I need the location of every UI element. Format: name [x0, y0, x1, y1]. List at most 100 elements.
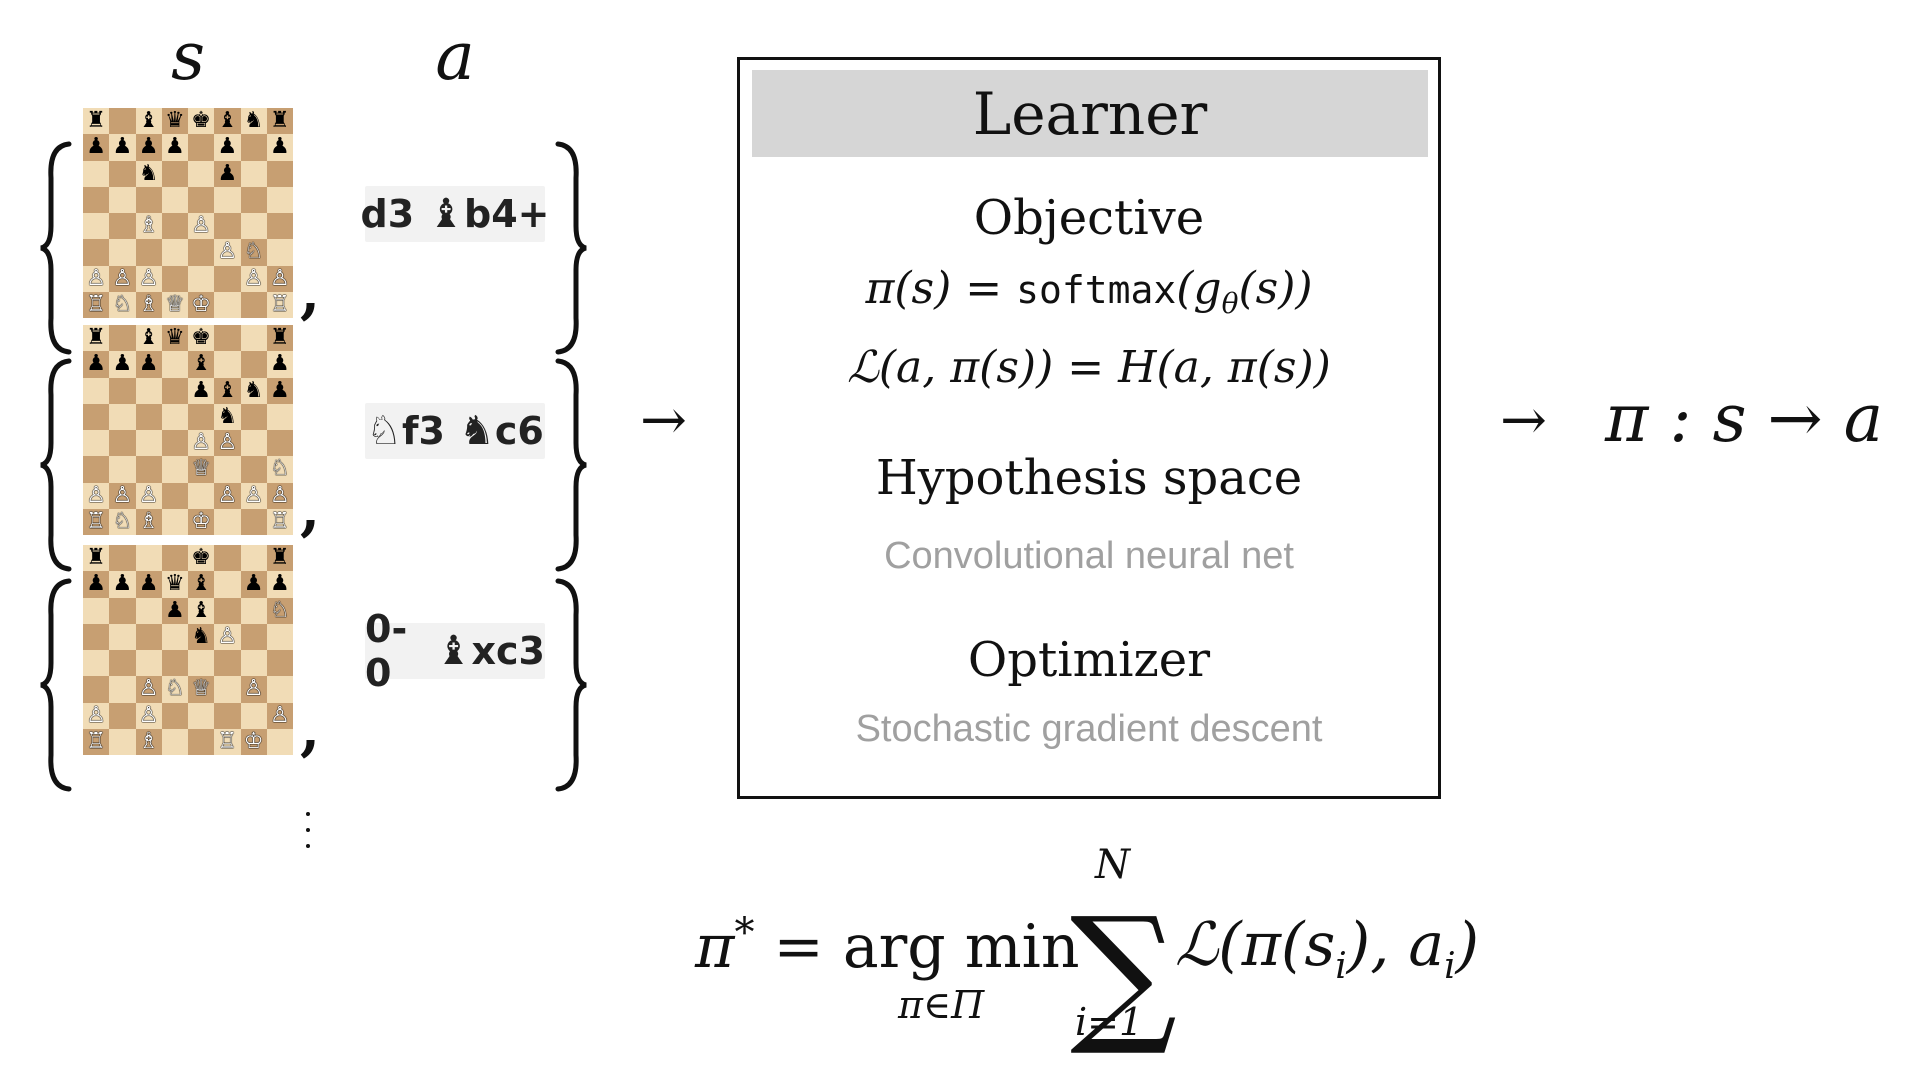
board-square: ♖ [214, 728, 241, 755]
chess-piece-icon: ♜ [270, 325, 290, 351]
board-square [83, 239, 110, 266]
board-square [83, 676, 110, 703]
board-square [161, 239, 188, 266]
board-square: ♚ [188, 108, 215, 135]
chess-piece-icon: ♟ [86, 351, 106, 377]
board-square: ♙ [266, 482, 293, 509]
board-square [188, 650, 215, 677]
board-square: ♟ [266, 571, 293, 598]
board-square [266, 650, 293, 677]
board-square [214, 676, 241, 703]
chess-piece-icon: ♙ [138, 702, 159, 728]
board-square: ♙ [135, 265, 162, 292]
chess-piece-icon: ♖ [86, 291, 106, 317]
board-square [109, 597, 136, 624]
more-examples-ellipsis [303, 812, 313, 860]
chess-piece-icon: ♖ [217, 728, 238, 754]
board-square: ♙ [109, 265, 136, 292]
chess-piece-icon: ♟ [112, 571, 133, 597]
board-square [135, 623, 162, 650]
board-square: ♙ [240, 482, 267, 509]
board-square [161, 351, 188, 378]
board-square [161, 265, 188, 292]
chess-piece-icon: ♟ [86, 571, 106, 597]
board-square: ♟ [161, 597, 188, 624]
chess-piece-icon: ♙ [243, 676, 264, 702]
chess-piece-icon: ♝ [191, 351, 211, 377]
policy-equation: π(s) = softmax(gθ(s)) [740, 263, 1438, 320]
chess-piece-icon: ♚ [191, 108, 211, 134]
board-square [240, 134, 267, 161]
board-square [109, 160, 136, 187]
chess-piece-icon: ♚ [191, 545, 211, 571]
board-square: ♜ [266, 108, 293, 135]
board-square [161, 702, 188, 729]
board-square [240, 508, 267, 535]
move-pair: 0-0♝xc3 [365, 607, 545, 695]
chess-piece-icon: ♜ [86, 108, 106, 134]
objective-title: Objective [973, 190, 1205, 246]
board-square: ♙ [214, 430, 241, 457]
board-square [83, 160, 110, 187]
board-square: ♟ [266, 134, 293, 161]
board-square [109, 650, 136, 677]
board-square [240, 160, 267, 187]
board-square: ♛ [161, 325, 188, 352]
board-square: ♙ [109, 482, 136, 509]
chess-piece-icon: ♙ [86, 265, 106, 291]
board-square: ♙ [214, 239, 241, 266]
board-square: ♞ [214, 403, 241, 430]
board-square: ♙ [188, 430, 215, 457]
chess-piece-icon: ♝ [217, 108, 238, 134]
chess-piece-icon: ♞ [191, 623, 211, 649]
board-square: ♘ [109, 291, 136, 318]
board-square: ♔ [240, 728, 267, 755]
left-brace [38, 355, 74, 579]
board-square: ♝ [188, 597, 215, 624]
board-square: ♟ [214, 134, 241, 161]
board-square [109, 728, 136, 755]
chess-piece-icon: ♙ [270, 702, 290, 728]
board-square [109, 377, 136, 404]
board-square: ♝ [135, 108, 162, 135]
loss-equation: ℒ(a, π(s)) = H(a, π(s)) [847, 342, 1331, 393]
chess-piece-icon: ♛ [165, 108, 185, 134]
board-square [109, 108, 136, 135]
board-square [135, 456, 162, 483]
arrow-to-learner: → [640, 388, 687, 453]
board-square [83, 403, 110, 430]
board-square: ♜ [83, 545, 110, 572]
chess-piece-icon: ♜ [270, 108, 290, 134]
board-square [188, 134, 215, 161]
board-square: ♟ [240, 571, 267, 598]
board-square [214, 265, 241, 292]
chess-piece-icon: ♕ [165, 291, 185, 317]
board-square: ♔ [188, 291, 215, 318]
board-square: ♟ [214, 160, 241, 187]
board-square [161, 482, 188, 509]
board-square: ♜ [266, 325, 293, 352]
board-square [109, 456, 136, 483]
board-square [214, 351, 241, 378]
board-square: ♕ [188, 676, 215, 703]
chess-piece-icon: ♟ [112, 351, 133, 377]
policy-eq-lhs: π(s) = [865, 263, 1017, 314]
chess-piece-icon: ♗ [138, 728, 159, 754]
chess-piece-icon: ♙ [270, 482, 290, 508]
separator-comma: , [300, 258, 321, 326]
board-square: ♙ [135, 676, 162, 703]
board-square: ♖ [83, 728, 110, 755]
chess-piece-icon: ♜ [86, 545, 106, 571]
move-text: xc3 [471, 629, 545, 673]
chess-piece-icon: ♟ [165, 134, 185, 160]
board-square: ♝ [188, 351, 215, 378]
board-square [109, 325, 136, 352]
board-square: ♗ [135, 213, 162, 240]
chess-board: ♜♝♛♚♜♟♟♟♝♟♟♝♞♟♞♙♙♕♘♙♙♙♙♙♙♖♘♗♔♖ [83, 325, 293, 535]
chess-piece-icon: ♛ [165, 325, 185, 351]
board-square [161, 508, 188, 535]
chess-piece-icon: ♟ [86, 134, 106, 160]
chess-piece-icon: ♙ [243, 265, 264, 291]
move-pair: d3♝b4+ [361, 186, 550, 242]
star-superscript: * [734, 910, 755, 956]
